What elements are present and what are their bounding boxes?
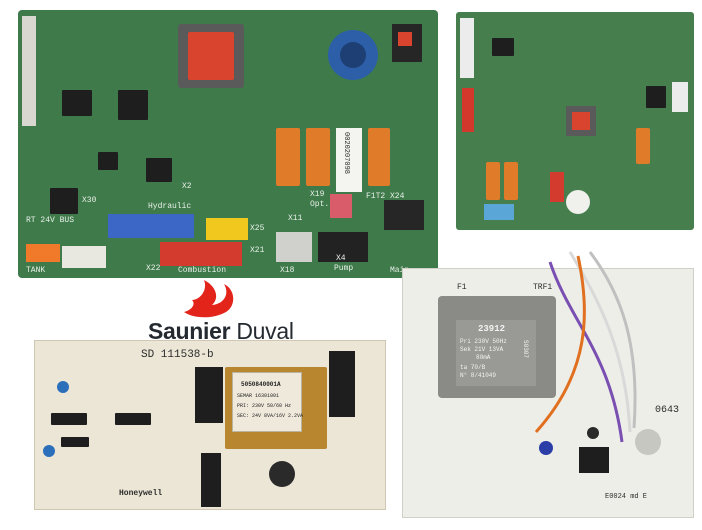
transformer-core — [188, 32, 234, 80]
combustion-label: Combustion — [178, 266, 227, 275]
relay — [276, 128, 300, 186]
red-component — [550, 172, 564, 202]
x25-label: X25 — [250, 224, 265, 233]
capacitor-blue — [43, 445, 55, 457]
blue-connector — [108, 214, 194, 238]
x2-label: X2 — [182, 182, 192, 191]
tank-label: TANK — [26, 266, 46, 275]
white-ring — [566, 190, 590, 214]
main-control-board: 0020207098 RT 24V BUS X30 TANK X19 Opt. … — [18, 10, 438, 278]
transformer-number: N° 8/41049 — [460, 372, 497, 379]
blue-connector — [484, 204, 514, 220]
board-rev: E0024 md E — [605, 493, 648, 501]
x21-label: X21 — [250, 246, 265, 255]
yellow-connector — [206, 218, 248, 240]
relay-black — [195, 367, 223, 423]
transformer-sek: Sek 21V 13VA — [460, 346, 504, 353]
side-connector — [672, 82, 688, 112]
fit-label: F1T2 X24 — [366, 192, 405, 201]
honeywell-board: SD 111538-b Honeywell — [34, 340, 386, 510]
edge-connector — [22, 16, 36, 126]
white-terminal — [62, 246, 106, 268]
relay — [486, 162, 500, 200]
maker-label: Honeywell — [119, 489, 163, 498]
serial-sticker-text: 0020207098 — [342, 132, 350, 175]
red-connector — [160, 242, 242, 266]
relay — [306, 128, 330, 186]
transformer-label: 23912 Pri 230V 50Hz Sek 21V 13VA 80mA ta… — [456, 320, 536, 386]
ic-chip — [146, 158, 172, 182]
connector-black — [329, 351, 355, 417]
black-block — [384, 200, 424, 230]
pump-label: Pump — [334, 264, 354, 273]
rj-socket — [50, 188, 78, 214]
capacitor-blue — [57, 381, 69, 393]
opt-label: Opt. — [310, 200, 330, 209]
edge-connector — [460, 18, 474, 78]
bus-label: RT 24V BUS — [26, 216, 75, 225]
x22-label: X22 — [146, 264, 161, 273]
capacitor — [587, 427, 599, 439]
transformer-make: SEMAR 16301001 — [237, 393, 280, 399]
hydraulic-label: Hydraulic — [148, 202, 192, 211]
transformer-pri: Pri 230V 50Hz — [460, 338, 507, 345]
ic-chip — [492, 38, 514, 56]
pink-connector — [330, 194, 352, 218]
transformer-current: 80mA — [476, 354, 491, 361]
x11-label: X11 — [288, 214, 303, 223]
red-component — [398, 32, 412, 46]
x30-label: X30 — [82, 196, 97, 205]
mains-label: Main — [390, 266, 410, 275]
capacitor — [269, 461, 295, 487]
transformer-model: 23912 — [478, 324, 506, 334]
relay — [636, 128, 650, 164]
x4-label: X4 — [336, 254, 346, 263]
brand-name-bold: Saunier — [148, 318, 231, 344]
fuse-label: F1 — [457, 283, 467, 292]
ic-chip — [61, 437, 89, 447]
relay — [504, 162, 518, 200]
relay-black — [579, 447, 609, 473]
transformer-ta: ta 70/B — [460, 364, 486, 371]
transformer-date: S0307 — [522, 340, 529, 359]
board-code-label: SD 111538-b — [141, 349, 214, 361]
transformer-sticker: 5050840001A SEMAR 16301001 PRI: 230V 50/… — [232, 372, 304, 432]
brand-name-regular: Duval — [230, 318, 294, 344]
orange-terminal — [26, 244, 60, 262]
transformer-part: 5050840001A — [241, 381, 281, 388]
saunier-duval-flame-icon — [182, 278, 238, 325]
serial-sticker — [336, 128, 362, 192]
relay — [368, 128, 390, 186]
red-connector — [462, 88, 474, 132]
black-connector — [318, 232, 368, 262]
x19-label: X19 — [310, 190, 325, 199]
ic-chip — [118, 90, 148, 120]
transformer-wires — [534, 251, 637, 443]
potentiometer — [635, 429, 661, 455]
capacitor-blue — [539, 441, 553, 455]
ic-chip — [646, 86, 666, 108]
ic-chip — [115, 413, 151, 425]
board-code: 0643 — [655, 405, 680, 416]
secondary-control-board — [456, 12, 694, 230]
transformer-pri: PRI: 230V 50/60 Hz — [237, 403, 292, 409]
capacitor-top — [340, 42, 366, 68]
transformer-core — [572, 112, 590, 130]
potentiometer — [201, 453, 221, 507]
transformer-sec: SEC: 24V 8VA/16V 2.2VA — [237, 413, 304, 419]
grey-connector — [276, 232, 312, 262]
ic-chip — [51, 413, 87, 425]
ic-chip — [98, 152, 118, 170]
brand-name: Saunier Duval — [148, 318, 294, 345]
trf-label: TRF1 — [533, 283, 553, 292]
ic-chip — [62, 90, 92, 116]
x18-label: X18 — [280, 266, 295, 275]
